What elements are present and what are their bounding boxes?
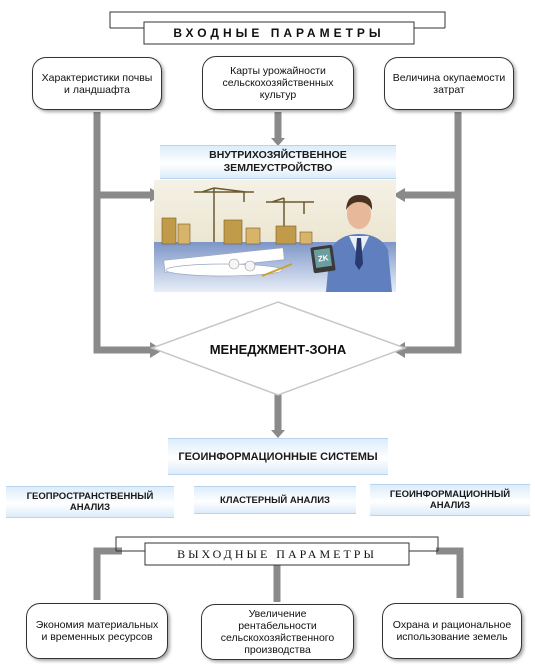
geoinfo-analysis-label: ГЕОИНФОРМАЦИОННЫЙ АНАЛИЗ	[370, 484, 530, 516]
left-input-connector	[93, 112, 150, 354]
management-zone-diamond	[149, 301, 408, 396]
geospatial-analysis-label: ГЕОПРОСТРАНСТВЕННЫЙ АНАЛИЗ	[6, 486, 174, 518]
input-header-frame	[109, 11, 446, 45]
output-header: ВЫХОДНЫЕ ПАРАМЕТРЫ	[177, 546, 377, 561]
laptop-badge: ZK	[317, 253, 329, 263]
businessman-icon: ZK	[310, 194, 392, 292]
output-profitability: Увеличение рентабельности сельскохозяйст…	[201, 604, 354, 660]
input-cost-recovery: Величина окупаемости затрат	[384, 57, 514, 110]
management-zone-label: МЕНЕДЖМЕНТ-ЗОНА	[209, 341, 347, 357]
buildings-icon	[161, 217, 313, 245]
land-management-illustration: ZK	[154, 180, 396, 292]
output-header-frame	[115, 536, 439, 566]
right-input-connector	[405, 112, 462, 354]
crane-icon	[194, 187, 314, 242]
arrow-right-image	[393, 188, 405, 202]
arrow-gis-down	[271, 430, 285, 438]
output-left-connector	[93, 547, 122, 600]
output-right-connector	[436, 547, 464, 598]
blueprint-rolls-icon	[163, 247, 293, 277]
output-resource-savings: Экономия материальных и временных ресурс…	[26, 603, 168, 659]
gis-label: ГЕОИНФОРМАЦИОННЫЕ СИСТЕМЫ	[168, 438, 388, 475]
input-header: ВХОДНЫЕ ПАРАМЕТРЫ	[173, 26, 385, 40]
input-soil-landscape: Характеристики почвы и ландшафта	[32, 57, 162, 110]
arrow-center-down	[271, 138, 285, 146]
land-management-label: ВНУТРИХОЗЯЙСТВЕННОЕ ЗЕМЛЕУСТРОЙСТВО	[160, 145, 396, 179]
output-land-protection: Охрана и рациональное использование земе…	[382, 603, 522, 659]
cluster-analysis-label: КЛАСТЕРНЫЙ АНАЛИЗ	[194, 486, 356, 514]
input-yield-maps: Карты урожайности сельскохозяйственных к…	[202, 56, 354, 110]
